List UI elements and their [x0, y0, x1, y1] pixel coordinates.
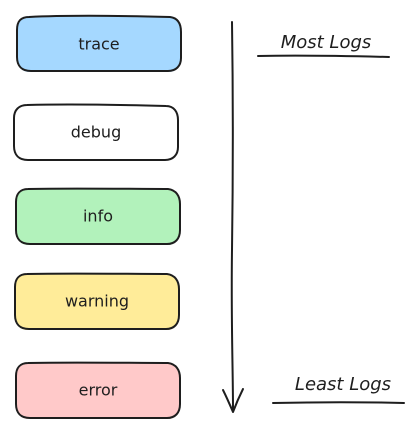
volume-arrow — [222, 21, 244, 413]
most-logs-underline — [257, 54, 390, 58]
level-label-info: info — [83, 207, 113, 226]
level-label-debug: debug — [71, 123, 121, 142]
level-box-info-fill — [16, 189, 180, 245]
level-box-warning-outline — [14, 272, 180, 330]
level-box-trace: trace — [16, 14, 182, 72]
volume-arrow-shaft — [230, 21, 234, 411]
level-box-warning-fill — [15, 274, 179, 330]
level-label-warning: warning — [65, 292, 129, 311]
level-box-debug-outline — [13, 103, 179, 161]
level-box-error: error — [15, 361, 181, 419]
least-logs-underline — [272, 401, 405, 404]
level-box-error-outline — [15, 361, 181, 419]
level-box-trace-fill — [17, 16, 181, 72]
least-logs-annotation: Least Logs — [272, 374, 405, 404]
level-box-error-fill — [16, 363, 180, 419]
volume-arrow-head — [222, 388, 244, 413]
most-logs-annotation: Most Logs — [257, 32, 390, 58]
level-box-info-outline — [15, 187, 181, 245]
least-logs-label: Least Logs — [295, 374, 391, 395]
level-label-trace: trace — [78, 35, 119, 54]
level-box-warning: warning — [14, 272, 180, 330]
level-box-debug-fill — [14, 105, 178, 161]
level-box-info: info — [15, 187, 181, 245]
level-box-debug: debug — [13, 103, 179, 161]
most-logs-label: Most Logs — [281, 32, 372, 53]
level-box-trace-outline — [16, 14, 182, 72]
level-label-error: error — [79, 381, 118, 400]
